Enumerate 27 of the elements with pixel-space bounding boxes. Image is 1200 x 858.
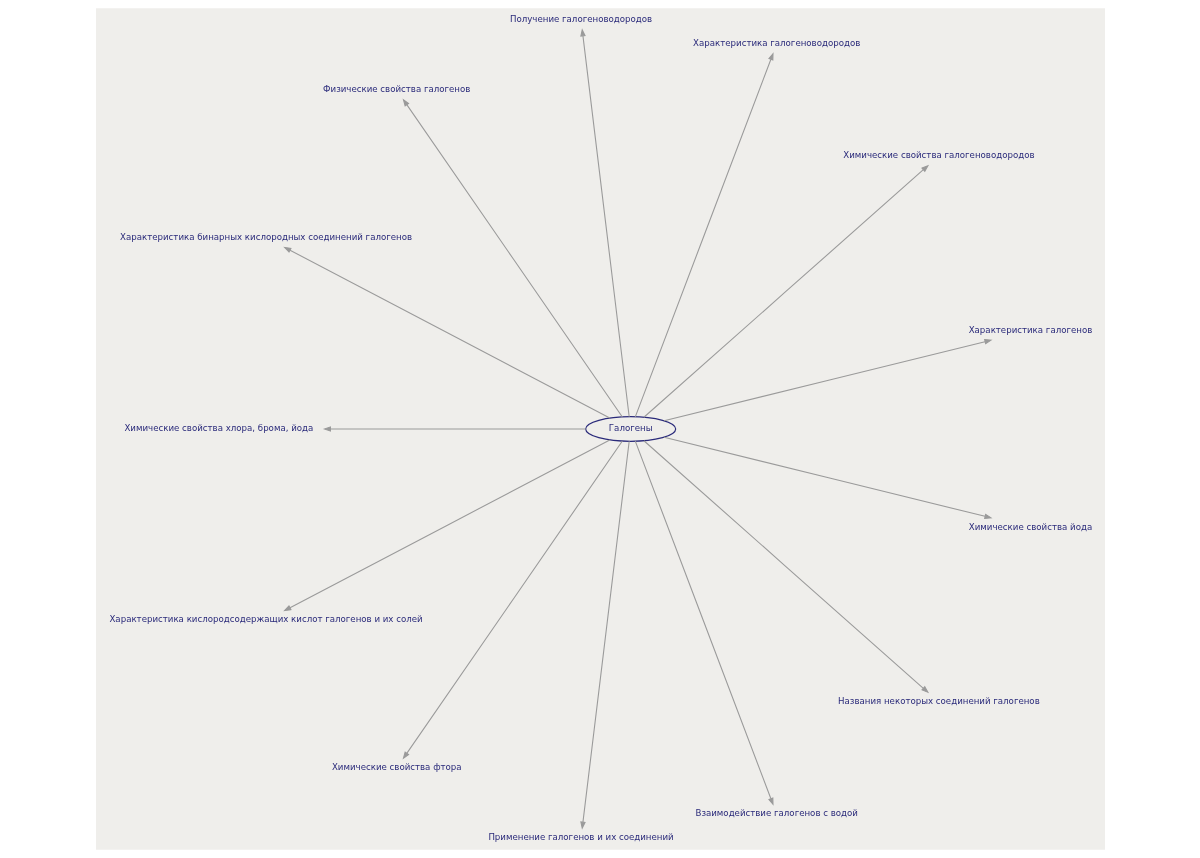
- arrow: [282, 439, 610, 612]
- node-text: Применение галогенов и их соединений: [487, 831, 674, 842]
- arrow: [322, 426, 586, 432]
- arrow: [579, 440, 630, 830]
- arrow: [642, 164, 929, 418]
- node-text: Получение галогеноводородов: [509, 14, 652, 25]
- node-text: Химические свойства йода: [968, 521, 1092, 532]
- node-text: Характеристика бинарных кислородных соединений галогенов: [119, 231, 412, 242]
- arrow: [402, 440, 623, 760]
- node-text: Характеристика галогенов: [968, 324, 1092, 335]
- arrow: [663, 436, 992, 519]
- arrow: [634, 52, 774, 418]
- node-text: Химические свойства галогеноводородов: [842, 149, 1035, 160]
- arrow: [634, 440, 774, 806]
- arrow: [402, 98, 623, 418]
- node-text: Химические свойства фтора: [331, 761, 462, 772]
- node-text: Характеристика галогеноводородов: [692, 38, 860, 49]
- node-text: Взаимодействие галогенов с водой: [694, 808, 858, 819]
- node-text: Химические свойства хлора, брома, йода: [123, 423, 313, 434]
- arrow: [663, 339, 992, 422]
- arrow: [579, 28, 630, 418]
- node-text: Физические свойства галогенов: [322, 84, 470, 95]
- node-text: Названия некоторых соединений галогенов: [837, 696, 1040, 707]
- node-ellipse: Галогены: [584, 416, 676, 442]
- arrow: [642, 440, 929, 694]
- node-text: Характеристика кислородсодержащих кислот галогенов и их солей: [108, 614, 423, 625]
- arrow: [282, 246, 610, 419]
